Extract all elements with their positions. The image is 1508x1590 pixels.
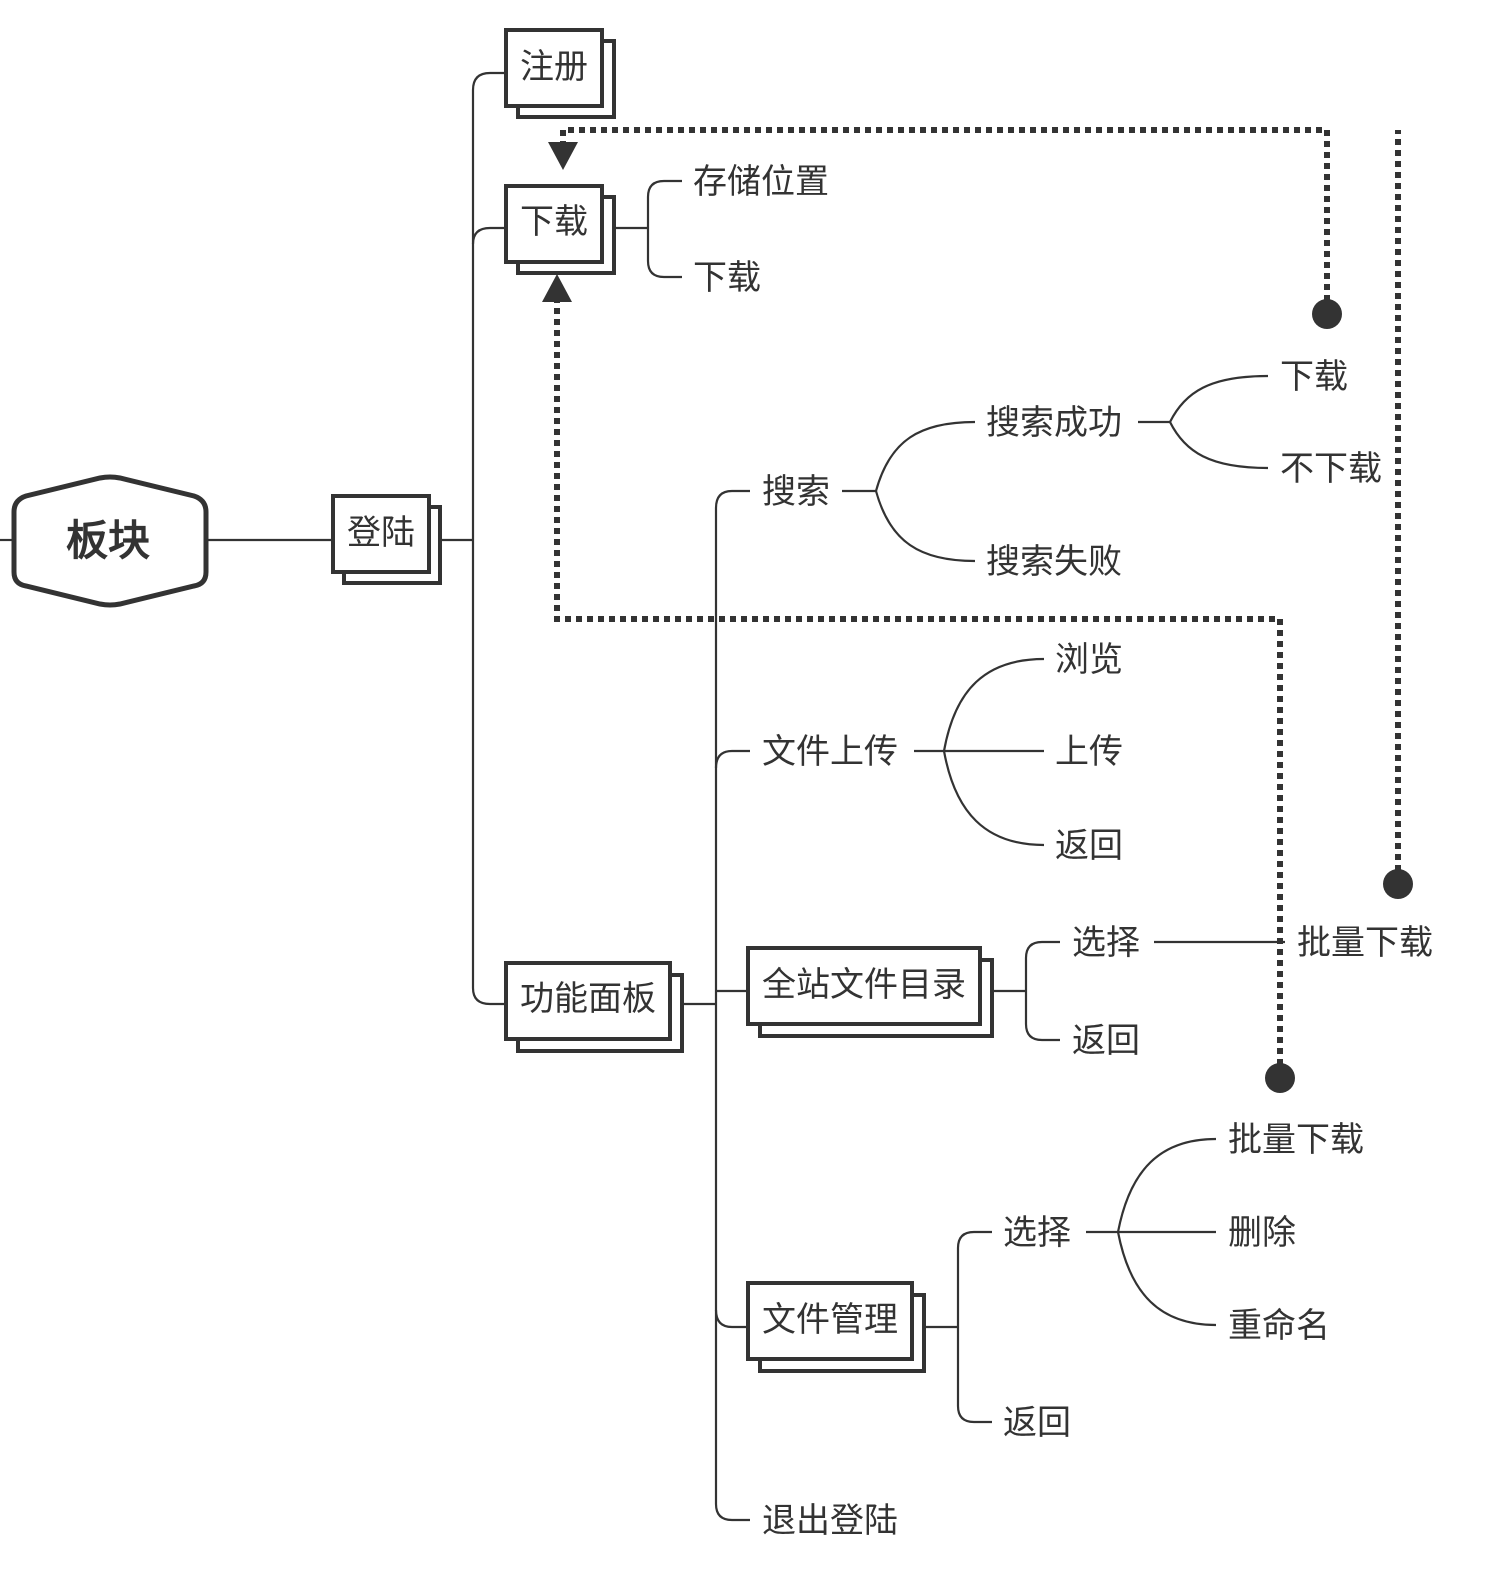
login-label: 登陆 <box>347 513 415 553</box>
login-to-download-line <box>471 226 506 245</box>
login-node[interactable]: 登陆 <box>331 494 442 585</box>
manage-box <box>746 1281 914 1361</box>
success-download-label[interactable]: 下载 <box>1280 357 1348 397</box>
catalog-batch-download-label[interactable]: 批量下载 <box>1297 923 1433 963</box>
register-node[interactable]: 注册 <box>504 28 616 119</box>
upload-to-back-curve <box>942 750 1045 847</box>
logout-label[interactable]: 退出登陆 <box>762 1501 898 1541</box>
upload-to-browse-curve <box>942 657 1045 752</box>
catalog-to-back-line <box>1024 991 1060 1042</box>
search-success-label[interactable]: 搜索成功 <box>986 403 1122 443</box>
relation-dot-2 <box>1383 869 1413 899</box>
download-box <box>504 184 604 264</box>
arrow-head-bottom <box>542 274 572 302</box>
download-to-download-line <box>646 228 682 279</box>
manage-rename-label[interactable]: 重命名 <box>1228 1306 1330 1346</box>
root-node[interactable]: 板块 <box>11 474 209 608</box>
relations <box>542 127 1413 1093</box>
search-to-success-curve <box>874 420 976 492</box>
catalog-back-label[interactable]: 返回 <box>1072 1021 1140 1061</box>
connectors <box>0 71 1285 1522</box>
upload-upload-label[interactable]: 上传 <box>1055 732 1123 772</box>
manage-node[interactable]: 文件管理 <box>746 1281 926 1373</box>
panel-to-logout-line <box>714 1310 750 1522</box>
catalog-label: 全站文件目录 <box>762 965 966 1005</box>
relation-line-nodownload-to-download <box>560 127 1330 312</box>
upload-label[interactable]: 文件上传 <box>762 732 898 772</box>
search-to-fail-curve <box>874 490 976 563</box>
manage-back-label[interactable]: 返回 <box>1003 1403 1071 1443</box>
panel-to-manage-line <box>714 1004 748 1329</box>
select-to-rename-curve <box>1116 1231 1217 1327</box>
manage-to-select-line <box>956 1230 992 1327</box>
upload-browse-label[interactable]: 浏览 <box>1055 640 1123 680</box>
arrow-head-top <box>548 142 578 170</box>
catalog-node[interactable]: 全站文件目录 <box>746 946 994 1038</box>
catalog-box <box>746 946 982 1026</box>
manage-delete-label[interactable]: 删除 <box>1228 1213 1296 1253</box>
login-to-panel-line <box>471 540 506 1006</box>
login-to-register-line <box>471 71 506 540</box>
select-to-batch2-curve <box>1116 1137 1217 1233</box>
download-sub-label[interactable]: 下载 <box>693 258 761 298</box>
root-hexagon <box>11 474 209 608</box>
panel-box <box>504 961 672 1041</box>
relation-dot-1 <box>1312 299 1342 329</box>
manage-batch-download-label[interactable]: 批量下载 <box>1228 1120 1364 1160</box>
register-label: 注册 <box>520 47 588 87</box>
manage-select-label[interactable]: 选择 <box>1003 1213 1071 1253</box>
manage-to-back-line <box>956 1327 992 1424</box>
login-box <box>331 494 431 574</box>
panel-to-search-line <box>714 489 750 1004</box>
search-fail-label[interactable]: 搜索失败 <box>986 542 1122 582</box>
success-to-nodownload-curve <box>1169 421 1269 470</box>
catalog-to-select-line <box>1024 940 1060 991</box>
panel-to-upload-line <box>714 749 750 769</box>
root-label: 板块 <box>66 516 150 565</box>
register-box <box>504 28 604 108</box>
success-to-download-curve <box>1169 374 1269 423</box>
download-label: 下载 <box>520 202 588 242</box>
panel-node[interactable]: 功能面板 <box>504 961 684 1053</box>
download-to-storage-line <box>646 179 682 228</box>
storage-location-label[interactable]: 存储位置 <box>693 162 829 202</box>
relation-dot-3 <box>1265 1063 1295 1093</box>
search-label[interactable]: 搜索 <box>762 472 830 512</box>
catalog-select-label[interactable]: 选择 <box>1072 923 1140 963</box>
relation-line-manage-batch-to-download <box>554 300 1283 1076</box>
leaf-labels: 存储位置 下载 搜索 搜索成功 搜索失败 下载 不下载 文件上传 浏览 上传 返… <box>693 162 1433 1541</box>
panel-label: 功能面板 <box>520 979 656 1019</box>
manage-label: 文件管理 <box>762 1300 898 1340</box>
success-nodownload-label[interactable]: 不下载 <box>1280 449 1382 489</box>
download-node[interactable]: 下载 <box>504 184 616 275</box>
upload-back-label[interactable]: 返回 <box>1055 826 1123 866</box>
